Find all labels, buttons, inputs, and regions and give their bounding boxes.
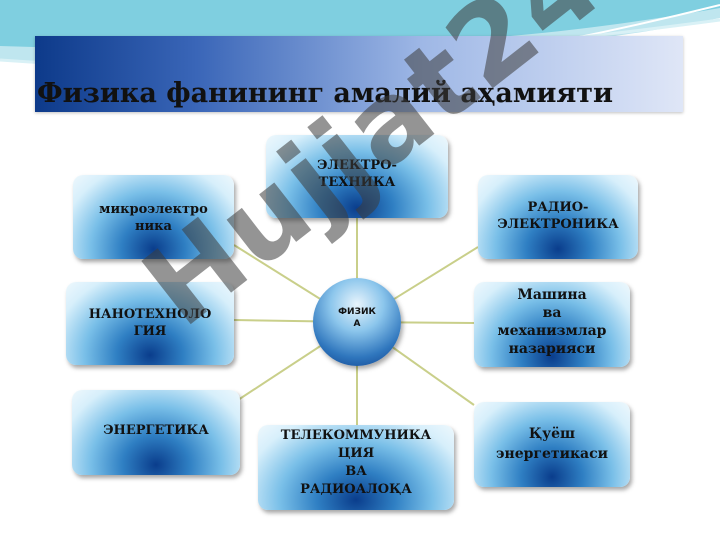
node-energetika: ЭНЕРГЕТИКА [72,390,240,475]
node-label: РАДИО- ЭЛЕКТРОНИКА [497,200,619,232]
center-node-fizika: ФИЗИК А [313,278,401,366]
title-band [35,36,683,112]
node-radioelektronika: РАДИО- ЭЛЕКТРОНИКА [478,175,638,259]
node-label: Машина ва механизмлар назарияси [497,287,607,357]
node-label: НАНОТЕХНОЛО ГИЯ [88,307,212,339]
node-mashina: Машина ва механизмлар назарияси [474,282,630,367]
node-telekom: ТЕЛЕКОММУНИКА ЦИЯ ВА РАДИОАЛОҚА [258,425,454,510]
node-mikroelektronika: микроэлектро ника [73,175,234,259]
center-label: ФИЗИК А [338,307,376,329]
node-label: ТЕЛЕКОММУНИКА ЦИЯ ВА РАДИОАЛОҚА [280,428,432,497]
node-elektrotexnika: ЭЛЕКТРО- ТЕХНИКА [266,135,448,218]
node-label: ЭНЕРГЕТИКА [103,423,209,438]
node-label: Қуёш энергетикаси [495,426,609,462]
page-title: Физика фанининг амалий аҳамияти [37,78,614,109]
node-quyosh: Қуёш энергетикаси [474,402,630,487]
node-nanotexnologiya: НАНОТЕХНОЛО ГИЯ [66,282,234,365]
node-label: ЭЛЕКТРО- ТЕХНИКА [317,158,397,190]
node-label: микроэлектро ника [99,202,208,234]
